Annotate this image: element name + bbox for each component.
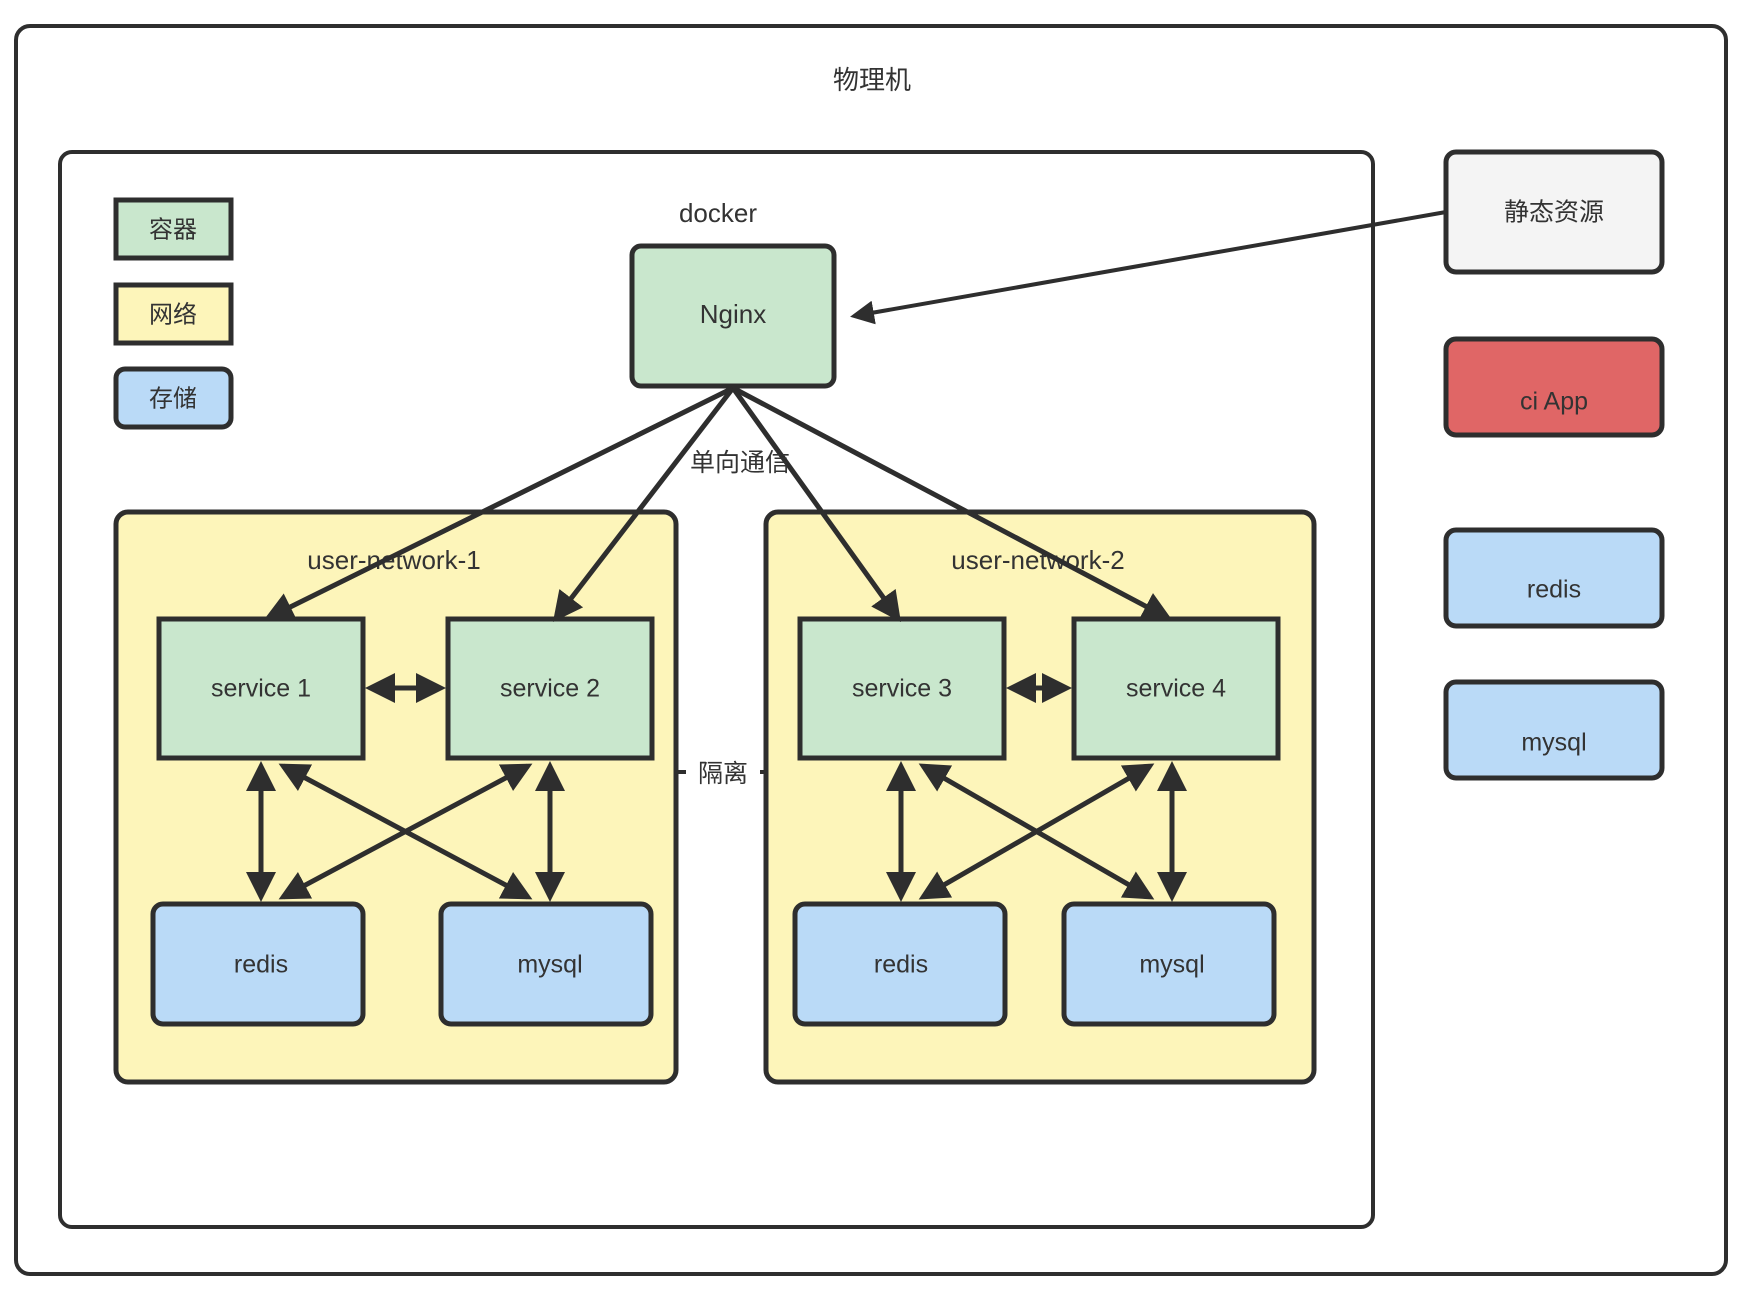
ci-app-label: ci App xyxy=(1520,388,1588,416)
service-2-node[interactable] xyxy=(445,616,655,761)
legend: 容器 网络 存储 xyxy=(113,197,234,430)
edge-label-isolation: 隔离 xyxy=(698,760,748,788)
network-2-mysql-label: mysql xyxy=(1139,951,1204,979)
network-1-redis-node[interactable] xyxy=(150,901,366,1027)
legend-label-container: 容器 xyxy=(149,216,197,243)
service-2-label: service 2 xyxy=(500,675,600,703)
sidebar-redis-node[interactable] xyxy=(1443,527,1665,629)
network-1-mysql-label: mysql xyxy=(517,951,582,979)
legend-swatch-network xyxy=(113,282,234,346)
edge-nginx-to-service-4 xyxy=(731,385,1173,621)
network-2-redis-node[interactable] xyxy=(792,901,1008,1027)
nginx-node[interactable] xyxy=(629,243,837,389)
edge-service-2-redis xyxy=(278,763,533,900)
static-resource-label: 静态资源 xyxy=(1504,199,1604,227)
physical-machine-title: 物理机 xyxy=(833,65,911,95)
edge-nginx-to-service-1 xyxy=(263,385,735,621)
ci-app-node[interactable] xyxy=(1443,336,1665,438)
nginx-label: Nginx xyxy=(700,299,766,329)
edge-label-one-way-communication: 单向通信 xyxy=(690,449,790,477)
legend-label-storage: 存储 xyxy=(149,385,197,412)
service-1-node[interactable] xyxy=(156,616,366,761)
edge-nginx-to-service-3 xyxy=(730,386,901,623)
network-1-redis-label: redis xyxy=(234,951,288,979)
service-4-node[interactable] xyxy=(1071,616,1281,761)
user-network-1-title: user-network-1 xyxy=(307,545,480,575)
service-1-label: service 1 xyxy=(211,675,311,703)
sidebar-mysql-node[interactable] xyxy=(1443,679,1665,781)
edge-label-isolation-backdrop xyxy=(686,752,760,794)
network-2-redis-label: redis xyxy=(874,951,928,979)
network-2-mysql-node[interactable] xyxy=(1061,901,1277,1027)
edge-service-4-redis xyxy=(918,763,1155,900)
legend-label-network: 网络 xyxy=(149,301,197,328)
edge-nginx-to-service-2 xyxy=(552,386,735,622)
sidebar-redis-label: redis xyxy=(1527,576,1581,604)
network-1-mysql-node[interactable] xyxy=(438,901,654,1027)
service-3-node[interactable] xyxy=(797,616,1007,761)
service-4-label: service 4 xyxy=(1126,675,1226,703)
service-3-label: service 3 xyxy=(852,675,952,703)
edge-static-resource-to-nginx xyxy=(850,210,1447,325)
sidebar-mysql-label: mysql xyxy=(1521,729,1586,757)
legend-swatch-container xyxy=(113,197,234,261)
docker-title: docker xyxy=(679,198,757,228)
legend-swatch-storage xyxy=(113,366,234,430)
